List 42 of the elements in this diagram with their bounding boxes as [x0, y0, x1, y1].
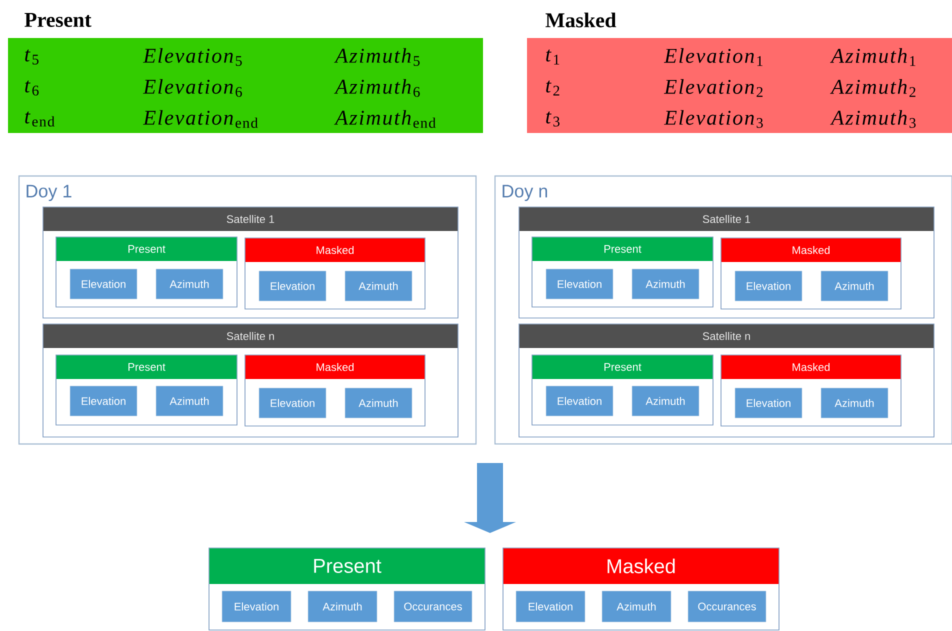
- table-cell: Elevation$_{3}$: [664, 110, 763, 128]
- table-cell: Azimuth$_{5}$: [334, 48, 420, 66]
- table-cell: t$_{2}$: [546, 80, 560, 96]
- field-box: Azimuth: [602, 590, 672, 622]
- field-box: Azimuth: [344, 270, 412, 302]
- table-cell: Elevation$_{end}$: [142, 110, 258, 128]
- table-cell: Elevation$_{6}$: [142, 79, 242, 97]
- table-heading: Masked: [546, 12, 616, 28]
- table-cell: Azimuth$_{6}$: [334, 79, 420, 97]
- table-cell: t$_{3}$: [546, 111, 560, 127]
- field-box: Azimuth: [156, 386, 224, 416]
- table-cell: Azimuth$_{3}$: [830, 110, 916, 128]
- table-cell: Elevation$_{5}$: [142, 48, 242, 66]
- field-box: Azimuth: [156, 268, 224, 300]
- field-box: Azimuth: [632, 268, 700, 300]
- field-box: Elevation: [516, 590, 586, 622]
- table-cell: Azimuth$_{end}$: [334, 110, 436, 128]
- field-box: Elevation: [546, 386, 614, 416]
- field-box: Azimuth: [344, 388, 412, 418]
- field-box: Occurances: [688, 590, 766, 622]
- field-box: Elevation: [258, 388, 326, 418]
- field-box: Elevation: [734, 388, 802, 418]
- field-box: Azimuth: [820, 388, 888, 418]
- table-cell: t$_{5}$: [25, 49, 38, 65]
- field-box: Elevation: [734, 270, 802, 302]
- field-box: Elevation: [70, 386, 138, 416]
- table-heading: Present: [24, 13, 92, 27]
- field-box: Elevation: [258, 270, 326, 302]
- table-cell: t$_{1}$: [546, 50, 560, 64]
- field-box: Azimuth: [308, 590, 378, 622]
- table-cell: Azimuth$_{2}$: [830, 79, 916, 97]
- table-cell: t$_{end}$: [25, 111, 55, 127]
- field-box: Elevation: [70, 268, 138, 300]
- field-box: Elevation: [222, 590, 292, 622]
- field-box: Occurances: [394, 590, 472, 622]
- field-box: Elevation: [546, 268, 614, 300]
- field-box: Azimuth: [632, 386, 700, 416]
- table-cell: t$_{6}$: [25, 80, 39, 96]
- table-cell: Azimuth$_{1}$: [830, 48, 916, 66]
- table-cell: Elevation$_{1}$: [664, 48, 762, 66]
- table-cell: Elevation$_{2}$: [664, 79, 763, 97]
- field-box: Azimuth: [820, 270, 888, 302]
